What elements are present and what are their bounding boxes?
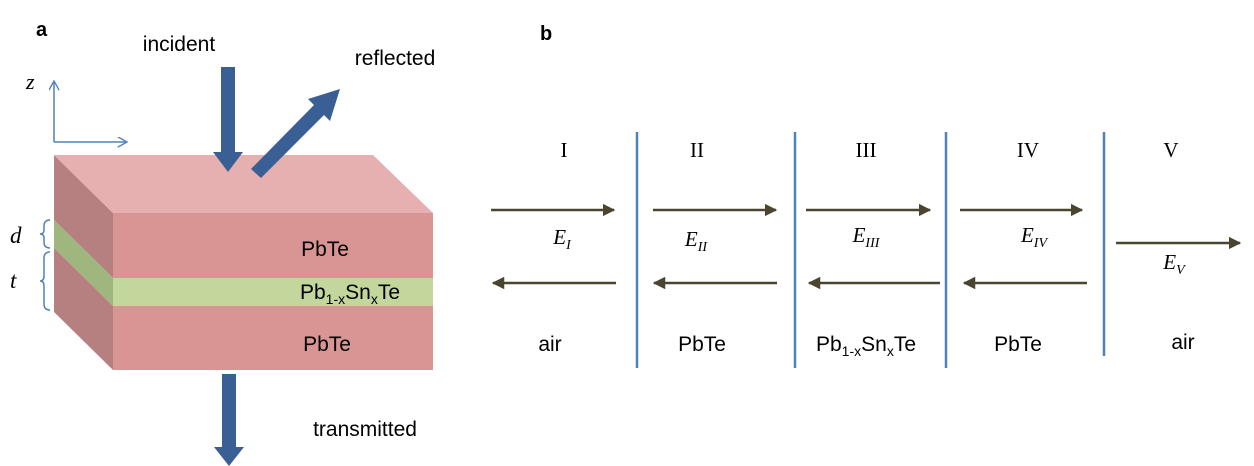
layer-top-label: PbTe [301,238,349,261]
incident-label: incident [143,33,216,56]
region-5-numeral: V [1163,138,1178,162]
thickness-braces: d t [10,219,51,311]
slab-front-pbsnte [113,278,433,306]
region-3: III EIII Pb1-xSnxTe [806,138,940,359]
transmitted-arrow [214,374,244,466]
region-5-material: air [1171,331,1194,354]
region-dividers [635,132,1106,368]
region-3-numeral: III [856,138,877,162]
region-4-field-label: EIV [1020,223,1048,251]
region-5: V EV air [1116,138,1242,354]
reflected-label: reflected [355,47,436,70]
region-1-material: air [538,333,561,356]
dim-t-label: t [10,268,17,293]
slab-front-bottom-pbte [113,306,433,370]
slab-side-top-pbte [54,155,113,278]
slab-front-top-pbte [113,213,433,278]
beam-arrows: incident reflected transmitted [143,33,435,466]
z-axis-label: z [25,69,35,94]
region-4-numeral: IV [1017,138,1039,162]
region-1-numeral: I [561,138,568,162]
brace-t [39,251,51,311]
slab-side-bottom-pbte [54,248,113,370]
region-2-field-label: EII [684,227,708,255]
layered-slab: PbTe Pb1-xSnxTe PbTe [54,155,433,370]
brace-d [39,219,51,249]
transmitted-label: transmitted [313,418,417,441]
region-5-field-label: EV [1162,250,1186,278]
reflected-arrow [251,89,340,178]
dim-d-label: d [10,223,22,248]
region-1: I EI air [491,138,616,356]
region-1-field-label: EI [552,225,572,253]
region-2-material: PbTe [678,333,726,356]
layer-bottom-label: PbTe [303,333,351,356]
slab-side-pbsnte [54,220,113,306]
region-2: II EII PbTe [652,138,778,356]
panel-b-label: b [540,23,552,45]
panel-a: a z x PbTe Pb1-xSnxTe PbTe [10,19,435,466]
panel-a-label: a [36,19,48,41]
region-4-material: PbTe [994,333,1042,356]
panel-b: b I EI air II EII PbTe III EII [491,23,1242,368]
slab-top-face [54,155,433,213]
region-3-field-label: EIII [852,223,881,251]
region-4: IV EIV PbTe [960,138,1087,356]
incident-arrow [213,67,243,172]
region-2-numeral: II [690,138,704,162]
region-3-material: Pb1-xSnxTe [816,333,916,359]
layer-middle-label: Pb1-xSnxTe [300,281,400,307]
